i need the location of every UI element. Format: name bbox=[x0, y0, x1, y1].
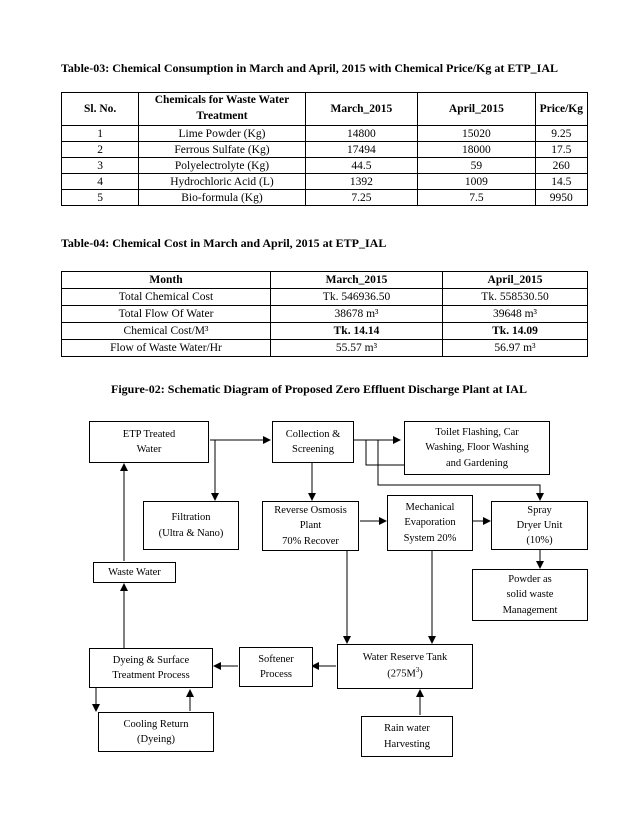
table-cell: 7.25 bbox=[304, 189, 419, 206]
filtration-box: Filtration (Ultra & Nano) bbox=[143, 501, 239, 550]
table-cell: 17.5 bbox=[534, 141, 589, 158]
table-cell: Bio-formula (Kg) bbox=[138, 189, 306, 206]
reserve-tank-label: Water Reserve Tank bbox=[362, 652, 448, 664]
collection-screening-box: Collection & Screening bbox=[272, 421, 354, 463]
cooling-return-box: Cooling Return (Dyeing) bbox=[98, 712, 214, 752]
table-row: Total Flow Of Water 38678 m³ 39648 m³ bbox=[61, 305, 588, 323]
etp-treated-water-box: ETP Treated Water bbox=[89, 421, 209, 463]
table-cell: 5 bbox=[60, 189, 140, 206]
powder-solid-waste-box: Powder as solid waste Management bbox=[472, 569, 588, 621]
table-cell: Flow of Waste Water/Hr bbox=[61, 339, 271, 357]
table-cell: 1009 bbox=[417, 173, 536, 190]
table-row: 5 Bio-formula (Kg) 7.25 7.5 9950 bbox=[60, 189, 589, 206]
figure02-caption: Figure-02: Schematic Diagram of Proposed… bbox=[111, 382, 527, 396]
column-header: Price/Kg bbox=[534, 92, 589, 126]
table-cell: 1 bbox=[60, 125, 140, 142]
table-row: 3 Polyelectrolyte (Kg) 44.5 59 260 bbox=[60, 157, 589, 174]
table-cell: 9.25 bbox=[534, 125, 589, 142]
rain-water-harvesting-box: Rain water Harvesting bbox=[361, 716, 453, 757]
table-row: 4 Hydrochloric Acid (L) 1392 1009 14.5 bbox=[60, 173, 589, 190]
table04-caption: Table-04: Chemical Cost in March and Apr… bbox=[61, 236, 387, 250]
spray-dryer-box: Spray Dryer Unit (10%) bbox=[491, 501, 588, 550]
column-header: April_2015 bbox=[417, 92, 536, 126]
table04: Month March_2015 April_2015 Total Chemic… bbox=[61, 271, 588, 357]
water-reserve-tank-box: Water Reserve Tank (275M3) bbox=[337, 644, 473, 689]
table-header-row: Sl. No. Chemicals for Waste Water Treatm… bbox=[60, 92, 589, 126]
mechanical-evaporation-box: Mechanical Evaporation System 20% bbox=[387, 495, 473, 551]
toilet-flashing-box: Toilet Flashing, Car Washing, Floor Wash… bbox=[404, 421, 550, 475]
arrow-collection-to-spray bbox=[377, 440, 544, 501]
reserve-tank-capacity: (275M3) bbox=[387, 665, 423, 680]
column-header: Chemicals for Waste Water Treatment bbox=[138, 92, 306, 126]
table03: Sl. No. Chemicals for Waste Water Treatm… bbox=[60, 92, 589, 206]
reverse-osmosis-box: Reverse Osmosis Plant 70% Recover bbox=[262, 501, 359, 551]
table-cell: Lime Powder (Kg) bbox=[138, 125, 306, 142]
column-header: March_2015 bbox=[270, 271, 443, 289]
table-cell: 260 bbox=[534, 157, 589, 174]
table-row: 2 Ferrous Sulfate (Kg) 17494 18000 17.5 bbox=[60, 141, 589, 158]
table-cell: 7.5 bbox=[417, 189, 536, 206]
table-row: Flow of Waste Water/Hr 55.57 m³ 56.97 m³ bbox=[61, 339, 588, 357]
table-cell: 38678 m³ bbox=[270, 305, 443, 323]
waste-water-box: Waste Water bbox=[93, 562, 176, 583]
softener-process-box: Softener Process bbox=[239, 647, 313, 687]
column-header: Sl. No. bbox=[60, 92, 140, 126]
table-cell: Polyelectrolyte (Kg) bbox=[138, 157, 306, 174]
table-cell: 56.97 m³ bbox=[442, 339, 588, 357]
table-header-row: Month March_2015 April_2015 bbox=[61, 271, 588, 289]
column-header: March_2015 bbox=[304, 92, 419, 126]
table03-caption: Table-03: Chemical Consumption in March … bbox=[61, 61, 559, 75]
dyeing-surface-treatment-box: Dyeing & Surface Treatment Process bbox=[89, 648, 213, 688]
table-cell: 9950 bbox=[534, 189, 589, 206]
